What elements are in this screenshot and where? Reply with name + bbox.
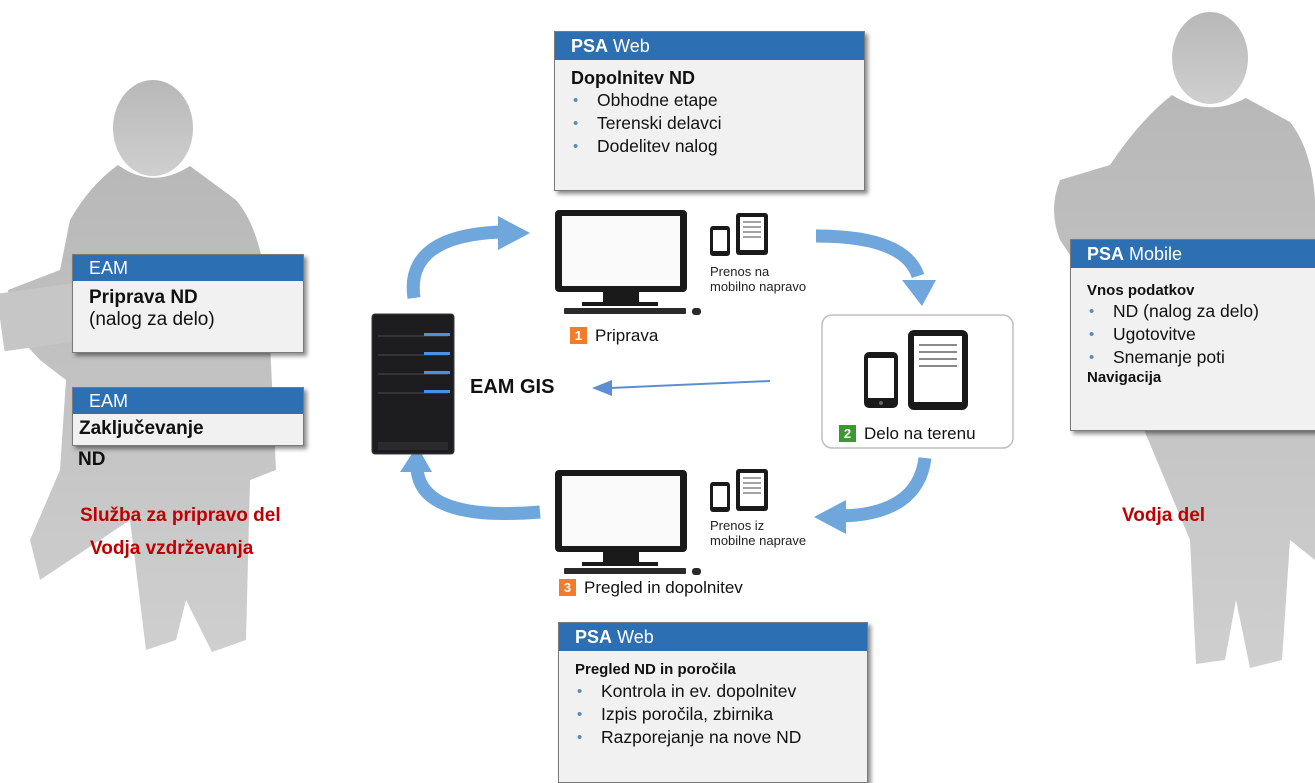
server-icon [371, 313, 455, 455]
psa-web-top-header: PSA Web [555, 32, 864, 60]
eam-header: EAM [73, 388, 303, 414]
step-number-3: 3 [559, 579, 576, 596]
arrow-heads [400, 216, 936, 534]
left-person-silhouette [0, 80, 276, 652]
psa-mobile-title: Vnos podatkov [1087, 282, 1195, 299]
eam-zakljucevanje-title-2: ND [78, 449, 106, 470]
psa-web-bottom-title: Pregled ND in poročila [575, 661, 736, 678]
psa-mobile-header: PSA Mobile [1071, 240, 1315, 268]
eam-zakljucevanje-box: EAM Zaključevanje [72, 387, 304, 446]
eam-header: EAM [73, 255, 303, 281]
psa-mobile-footer: Navigacija [1087, 369, 1162, 386]
list-item: Terenski delavci [571, 112, 850, 135]
right-role: Vodja del [1122, 505, 1206, 526]
eam-zakljucevanje-title-1: Zaključevanje [79, 418, 204, 439]
psa-web-bottom-header: PSA Web [559, 623, 867, 651]
field-devices-panel [821, 314, 1014, 449]
psa-web-top-title: Dopolnitev ND [571, 68, 695, 88]
list-item: Kontrola in ev. dopolnitev [575, 680, 853, 703]
eam-priprava-title: Priprava ND [89, 287, 198, 308]
psa-mobile-box: PSA Mobile Vnos podatkov ND (nalog za de… [1070, 239, 1315, 431]
computer-bottom-icon [555, 470, 701, 575]
mobile-devices-top-icon [710, 213, 768, 256]
cycle-arrows [406, 225, 932, 523]
step-number-2: 2 [839, 425, 856, 442]
step-number-1: 1 [570, 327, 587, 344]
sync-arrow [592, 380, 771, 396]
list-item: ND (nalog za delo) [1087, 300, 1305, 323]
list-item: Razporejanje na nove ND [575, 726, 853, 749]
psa-web-bottom-box: PSA Web Pregled ND in poročila Kontrola … [558, 622, 868, 783]
list-item: Ugotovitve [1087, 323, 1305, 346]
list-item: Snemanje poti [1087, 346, 1305, 369]
mobile-devices-bottom-icon [710, 469, 768, 512]
list-item: Dodelitev nalog [571, 135, 850, 158]
left-role-line2: Vodja vzdrževanja [90, 538, 254, 559]
psa-web-top-box: PSA Web Dopolnitev ND Obhodne etape Tere… [554, 31, 865, 191]
eam-priprava-box: EAM Priprava ND (nalog za delo) [72, 254, 304, 353]
list-item: Obhodne etape [571, 89, 850, 112]
eam-priprava-subtitle: (nalog za delo) [89, 309, 215, 330]
eam-gis-label: EAM GIS [470, 376, 555, 398]
computer-top-icon [555, 210, 701, 315]
list-item: Izpis poročila, zbirnika [575, 703, 853, 726]
left-role-line1: Služba za pripravo del [80, 505, 281, 526]
